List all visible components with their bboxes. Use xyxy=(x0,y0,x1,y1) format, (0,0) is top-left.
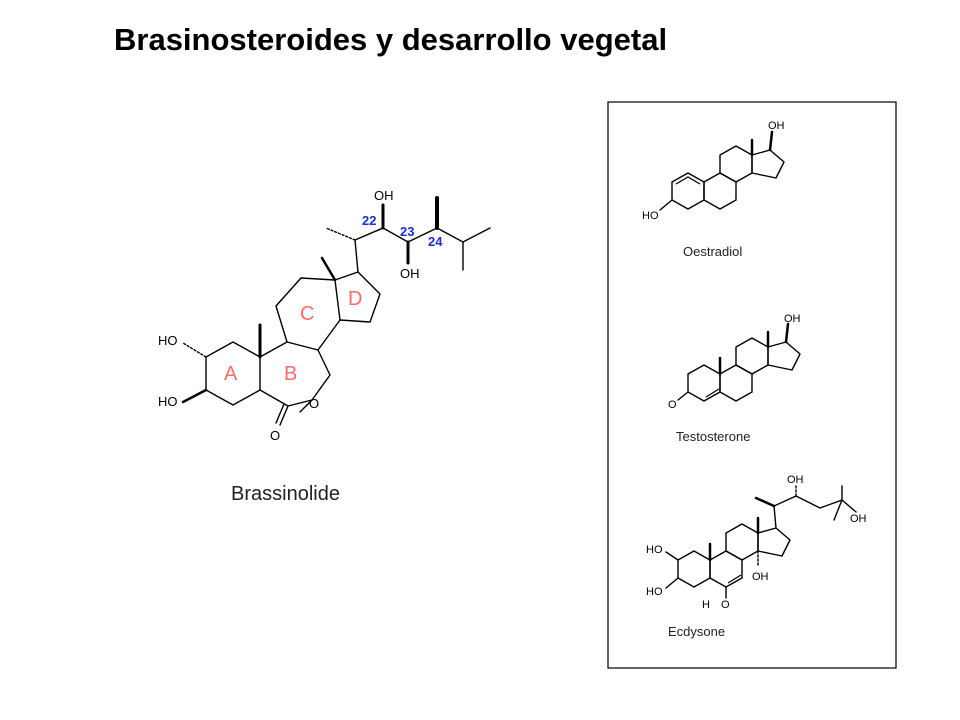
side-chain xyxy=(354,227,491,273)
testosterone-oh-bond xyxy=(784,322,790,344)
brassinolide-structure: HO HO O O OH OH A B C D 22 23 24 Brassin… xyxy=(158,188,491,505)
oh-22-label: OH xyxy=(374,188,394,203)
carbon-23-label: 23 xyxy=(400,224,414,239)
testosterone-structure: OH O Testosterone xyxy=(668,313,801,444)
o-ring-label: O xyxy=(309,396,319,411)
ho-top-label: HO xyxy=(158,333,178,348)
keto-bond-2 xyxy=(275,403,285,424)
ring-label-b: B xyxy=(284,363,297,385)
oestradiol-aromatic xyxy=(675,176,701,185)
c-o-bond xyxy=(299,399,313,413)
ring-label-c: C xyxy=(300,303,314,325)
o-keto-label: O xyxy=(270,428,280,443)
ecdysone-ho3-label: HO xyxy=(646,586,663,598)
oestradiol-ring-d xyxy=(751,149,785,179)
oestradiol-ho-bond xyxy=(659,199,673,211)
testosterone-o-label: O xyxy=(668,399,677,411)
ring-label-d: D xyxy=(348,288,362,310)
ecdysone-c27 xyxy=(833,499,843,521)
c13-methyl xyxy=(320,256,337,282)
carbon-24-label: 24 xyxy=(428,234,443,249)
ecdysone-ho2-bond xyxy=(665,551,679,561)
testosterone-oh-label: OH xyxy=(784,313,801,325)
ecdysone-ring-d xyxy=(757,527,791,557)
brassinolide-caption: Brassinolide xyxy=(231,483,340,505)
c3-oh-bond xyxy=(181,388,208,404)
oestradiol-oh-bond xyxy=(768,130,774,152)
c2-oh-bond xyxy=(182,342,207,358)
ring-c xyxy=(275,277,341,351)
ecdysone-h-label: H xyxy=(702,599,710,611)
ecdysone-structure: OH OH OH HO HO H O Ecdysone xyxy=(646,474,867,639)
testosterone-caption: Testosterone xyxy=(676,429,750,444)
ring-d xyxy=(334,271,381,323)
ho-bottom-label: HO xyxy=(158,394,178,409)
oh-23-label: OH xyxy=(400,266,420,281)
page-title: Brasinosteroides y desarrollo vegetal xyxy=(114,22,668,57)
testosterone-keto-bond xyxy=(677,391,689,401)
oestradiol-ho-label: HO xyxy=(642,210,659,222)
ecdysone-double-bond xyxy=(727,574,742,584)
ecdysone-ho3-bond xyxy=(665,577,679,589)
oestradiol-oh-label: OH xyxy=(768,120,785,132)
keto-bond-1 xyxy=(279,405,289,426)
testosterone-double-bond xyxy=(705,388,720,398)
testosterone-ring-d xyxy=(767,341,801,371)
ecdysone-ho2-label: HO xyxy=(646,544,663,556)
ring-label-a: A xyxy=(224,363,238,385)
ecdysone-oh22-label: OH xyxy=(787,474,804,486)
c21-methyl xyxy=(325,227,356,241)
ecdysone-c21-methyl xyxy=(754,496,776,508)
ecdysone-o-label: O xyxy=(721,599,730,611)
oestradiol-structure: OH HO Oestradiol xyxy=(642,120,785,259)
ecdysone-caption: Ecdysone xyxy=(668,624,725,639)
ecdysone-oh14-label: OH xyxy=(752,571,769,583)
ecdysone-oh25-label: OH xyxy=(850,513,867,525)
oestradiol-caption: Oestradiol xyxy=(683,244,742,259)
carbon-22-label: 22 xyxy=(362,213,376,228)
ecdysone-side-chain xyxy=(773,495,857,529)
